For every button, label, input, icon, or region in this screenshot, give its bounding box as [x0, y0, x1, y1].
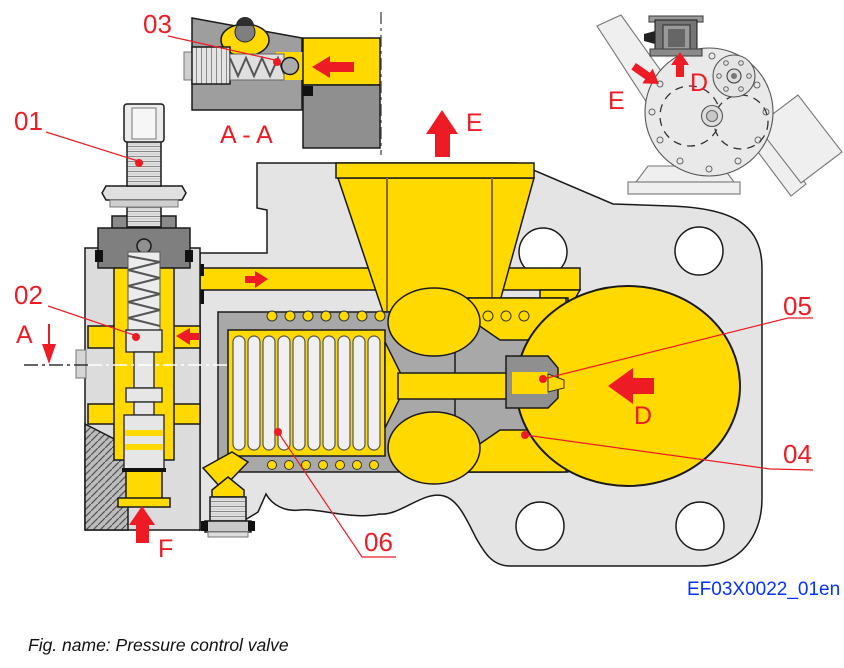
callout-annotations: 01 02 03 04 05 06 A - A A E D F E D: [14, 9, 814, 563]
bottom-plug: [201, 451, 255, 538]
leader-04: [524, 434, 814, 471]
drawing-id: EF03X0022_01en: [687, 579, 840, 600]
port-d-label: D: [634, 402, 652, 430]
pilot-side-pin: [75, 349, 87, 379]
flow-arrow-d-icon: [608, 368, 654, 404]
f-channel-foot: [117, 497, 171, 508]
spool-groove: [125, 444, 163, 450]
leader-dot-05: [539, 375, 547, 383]
mounted-valve-nozzle: [644, 31, 655, 44]
washer: [109, 199, 179, 208]
leader-05: [542, 317, 813, 380]
pilot-ball: [136, 238, 152, 254]
locknut: [101, 185, 187, 201]
mounted-valve-foot: [649, 48, 703, 57]
callout-04: 04: [783, 439, 812, 469]
aa-bolt-dome: [236, 17, 254, 26]
callout-05: 05: [783, 291, 812, 321]
pump-shaft: [705, 109, 719, 123]
callout-03: 03: [143, 9, 172, 39]
aa-plug-thread: [191, 46, 231, 85]
flow-arrow-f-icon: [129, 506, 155, 543]
leader-01: [45, 131, 139, 162]
pump-base-flange: [627, 181, 741, 195]
pilot-spring: [127, 255, 161, 327]
o-ring: [95, 250, 103, 262]
spool-retainer: [122, 468, 166, 472]
leader-dot-01: [135, 159, 143, 167]
pilot-flow-arrow-left-icon: [176, 328, 200, 345]
flow-port-lower: [387, 411, 481, 485]
outlet-funnel-top: [335, 162, 535, 179]
mounted-valve-core: [668, 29, 685, 47]
flow-port-upper: [387, 287, 481, 357]
adjust-screw-socket: [131, 107, 157, 140]
flow-arrow-e-icon: [426, 110, 458, 157]
aa-lower-block: [302, 84, 381, 149]
aa-plug-flange: [183, 51, 193, 81]
callout-01: 01: [14, 106, 43, 136]
pump-flange-plate: [756, 94, 843, 184]
pilot-flow-arrow-right-icon: [245, 271, 268, 288]
main-spring: [232, 335, 381, 451]
callout-02: 02: [14, 280, 43, 310]
leader-dot-04: [521, 431, 529, 439]
section-marker-label: A: [16, 321, 33, 349]
callout-06: 06: [364, 527, 393, 557]
pump-port-d-label: D: [690, 69, 708, 97]
pump-overview: [596, 14, 843, 197]
pump-flow-arrow-e-icon: [631, 62, 659, 84]
section-marker-arrow-icon: [42, 344, 56, 364]
section-label: A - A: [220, 121, 273, 149]
figure-caption: Fig. name: Pressure control valve: [28, 635, 289, 655]
aa-flow-arrow-icon: [312, 56, 354, 78]
aa-yellow-passage: [302, 37, 381, 86]
leader-dot-06: [274, 428, 282, 436]
adjust-thread-lower: [126, 206, 162, 228]
bolt-hole: [674, 226, 724, 276]
port-e-label: E: [466, 109, 483, 137]
leader-03: [167, 35, 276, 61]
section-aa-inset: [183, 12, 382, 155]
aa-check-ball: [280, 56, 300, 76]
aa-seal: [303, 86, 313, 96]
bolt-hole: [515, 501, 565, 551]
spool-stem: [397, 372, 521, 400]
pump-port-bolts: [716, 60, 752, 92]
damping-plug-slot: [512, 372, 548, 394]
main-valve-section: [194, 162, 763, 567]
pump-flow-arrow-d-icon: [671, 52, 689, 77]
o-ring: [185, 250, 193, 262]
pump-port-e-label: E: [608, 87, 625, 115]
spool-groove: [125, 430, 163, 436]
pilot-valve-assembly: [75, 103, 201, 531]
port-f-label: F: [158, 535, 173, 563]
bolt-hole: [675, 501, 725, 551]
damping-plug-nub: [547, 373, 565, 393]
pump-port-bore-inner: [731, 73, 737, 79]
leader-dot-02: [132, 333, 140, 341]
centerlines: [24, 324, 228, 366]
leader-dot-03: [273, 58, 281, 66]
leader-06: [277, 431, 396, 558]
adjust-thread-upper: [126, 139, 162, 187]
flow-arrows: [129, 52, 689, 543]
leader-02: [47, 305, 135, 336]
